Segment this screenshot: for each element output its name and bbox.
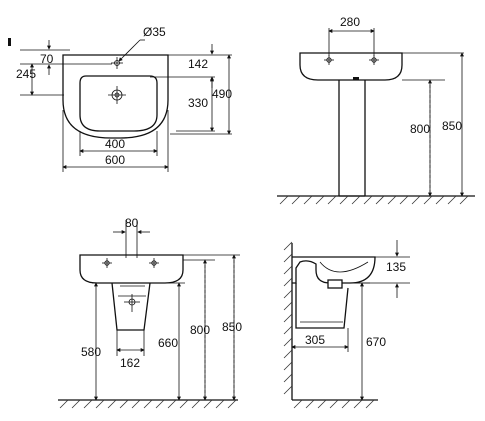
dim-135: 135 (386, 260, 406, 274)
basin-bowl (79, 75, 158, 132)
dim-70: 70 (40, 52, 54, 66)
dim-600: 600 (105, 153, 125, 167)
semi-basin-outline (79, 254, 184, 284)
dim-490: 490 (212, 87, 232, 101)
dim-660: 660 (158, 336, 178, 350)
basin-outline (62, 54, 169, 139)
floor-hatch (279, 195, 469, 205)
wall-hatch (283, 241, 293, 395)
basin-top-view: Ø35 70 245 142 330 490 400 600 (8, 25, 232, 172)
dim-hole-diameter: Ø35 (143, 25, 166, 39)
dim-162: 162 (120, 356, 140, 370)
dim-305: 305 (305, 333, 325, 347)
dim-580: 580 (81, 345, 101, 359)
dim-142: 142 (188, 57, 208, 71)
corner-mark (8, 38, 11, 46)
pedestal-column (338, 80, 366, 196)
side-semi-pedestal (295, 283, 349, 329)
dim-670: 670 (366, 335, 386, 349)
dim-850: 850 (442, 119, 462, 133)
dim-850-semi: 850 (222, 320, 242, 334)
dim-80: 80 (125, 216, 139, 230)
pedestal-basin-outline (299, 52, 403, 81)
dim-245: 245 (16, 67, 36, 81)
semi-pedestal-front-view: 80 580 162 660 800 850 (58, 216, 242, 409)
dim-330: 330 (188, 96, 208, 110)
floor-hatch-2 (59, 399, 237, 409)
dim-400: 400 (105, 137, 125, 151)
dim-800: 800 (410, 122, 430, 136)
semi-pedestal-side-view: 135 305 670 (283, 240, 410, 409)
side-trap (327, 279, 343, 289)
pedestal-basin-view: 280 800 850 (277, 15, 475, 205)
floor-hatch-3 (293, 399, 375, 409)
dim-800-semi: 800 (190, 323, 210, 337)
dim-280: 280 (340, 15, 360, 29)
semi-pedestal (111, 282, 151, 331)
side-basin-profile (292, 256, 376, 284)
